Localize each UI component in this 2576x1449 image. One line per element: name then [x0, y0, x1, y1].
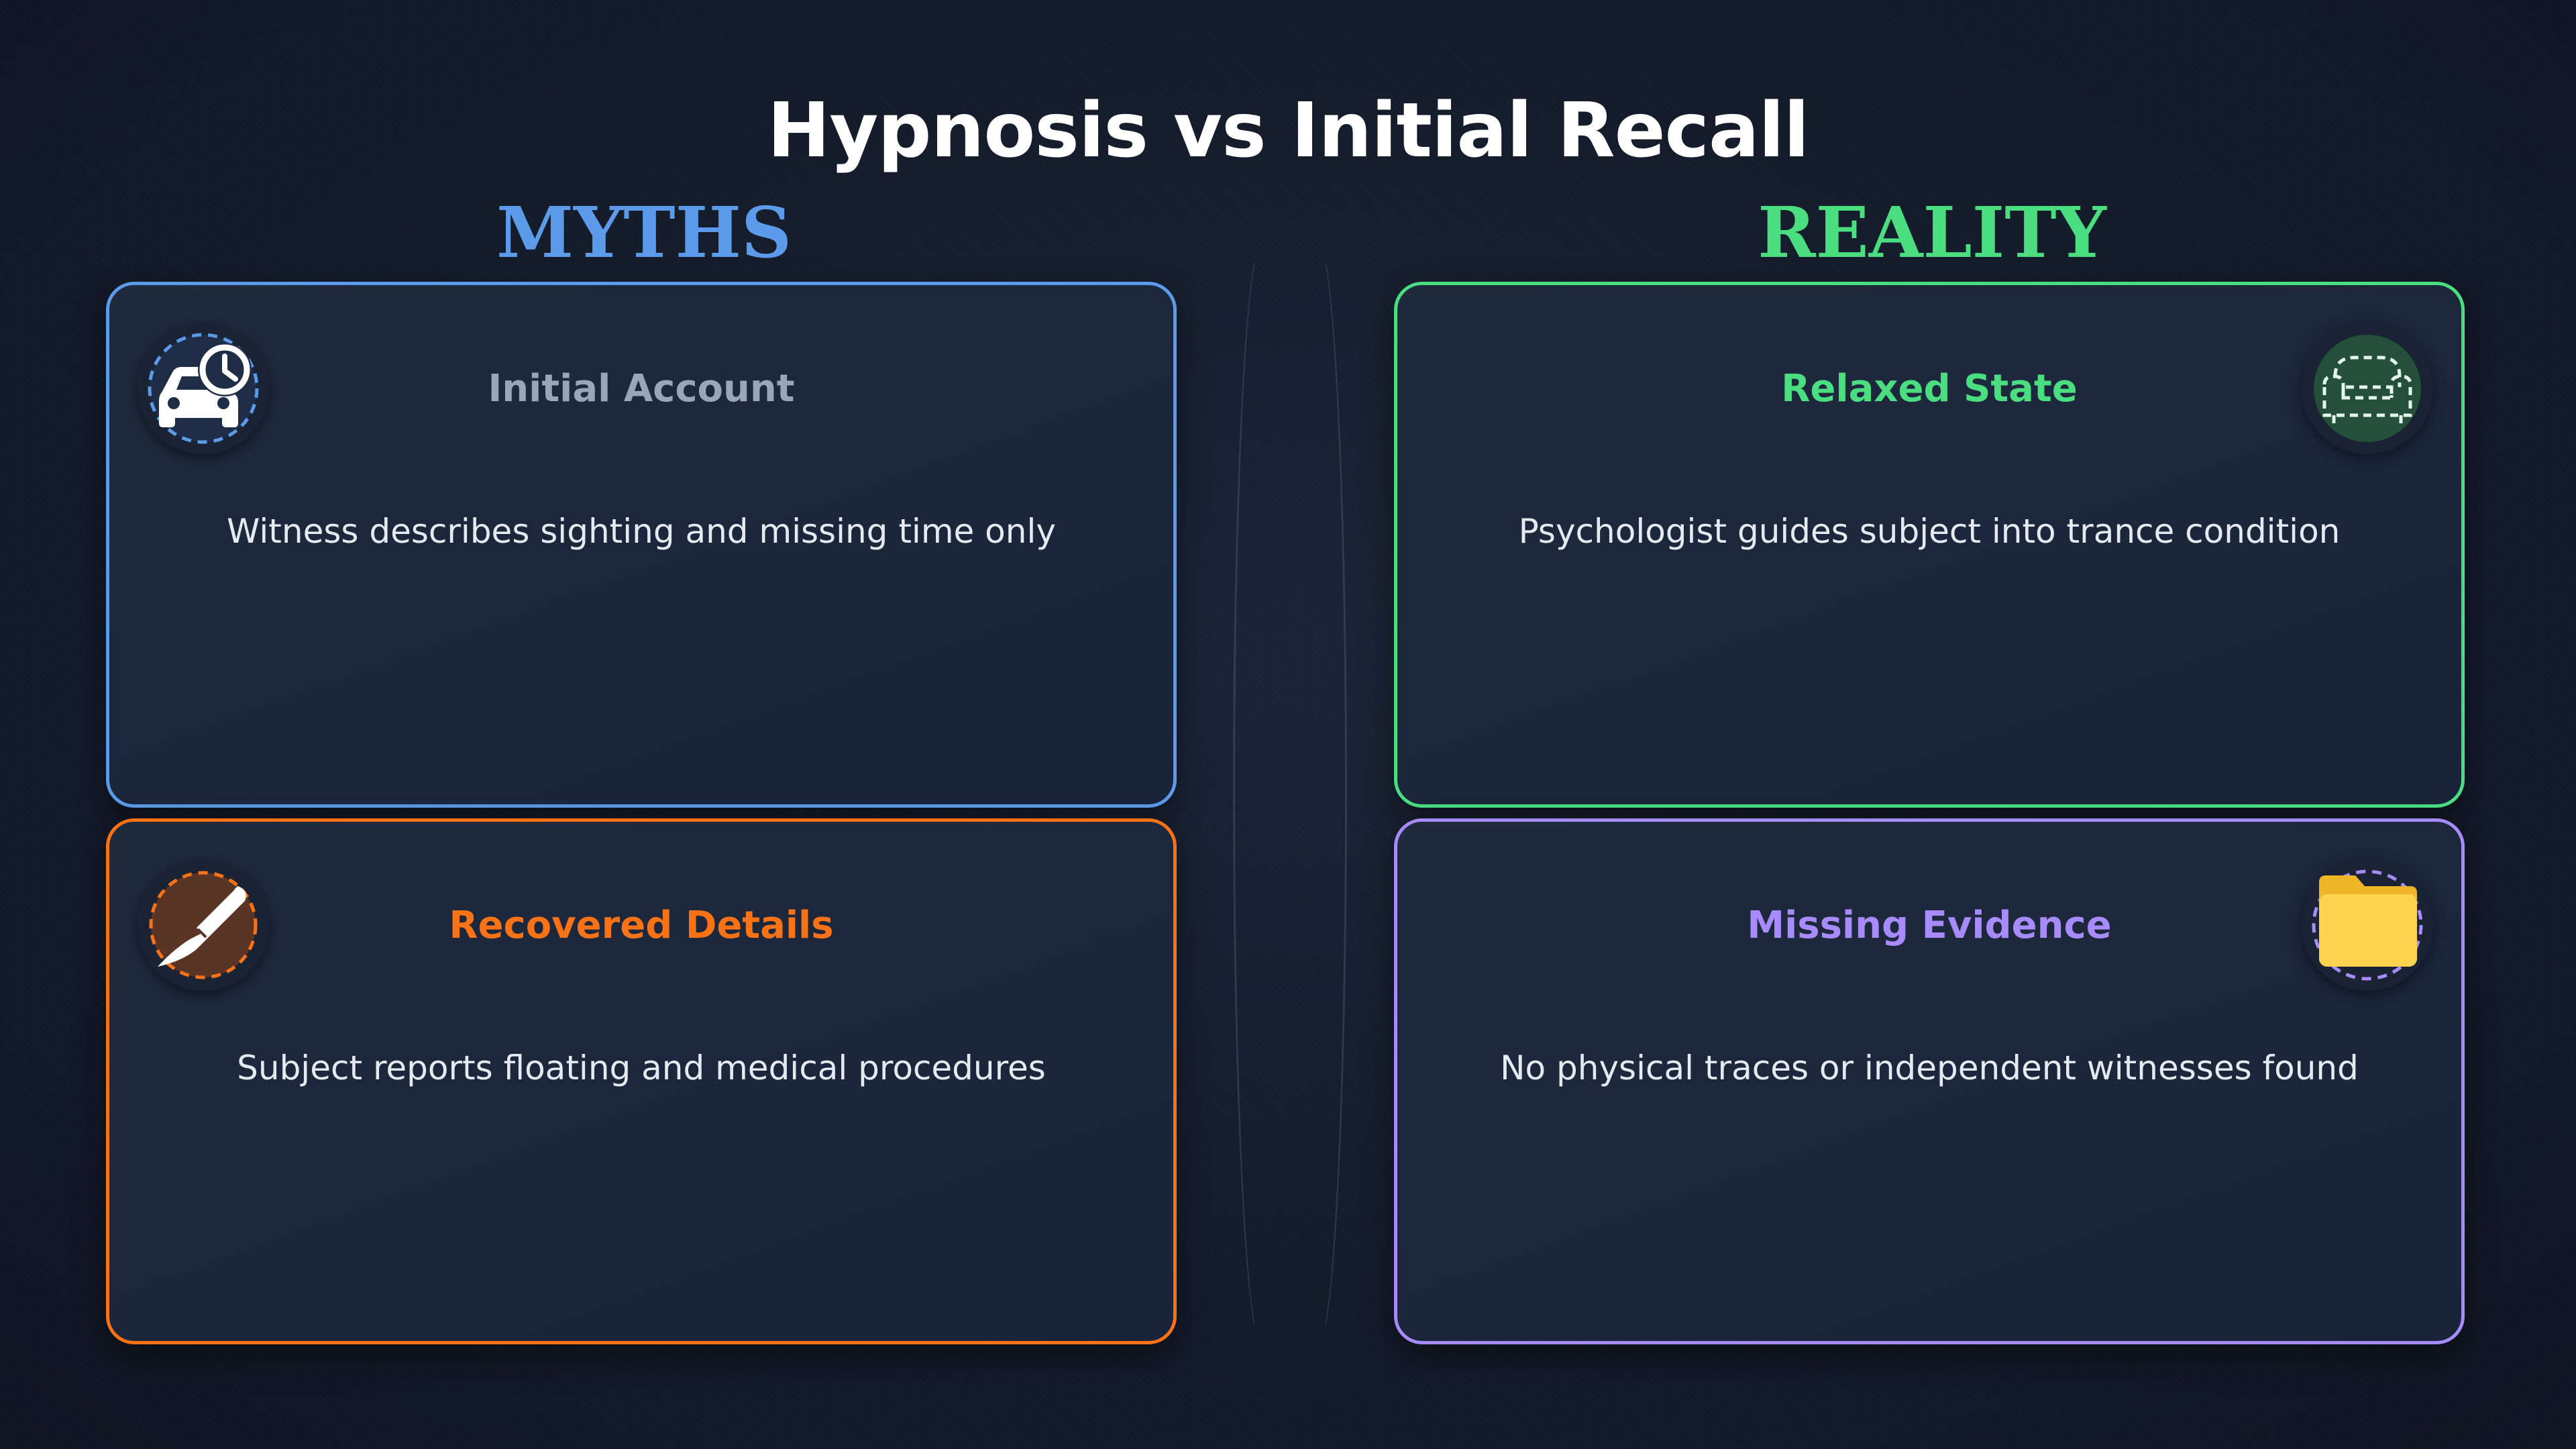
card-title: Missing Evidence — [1747, 904, 2112, 947]
folder-icon — [2302, 859, 2433, 991]
scalpel-icon — [138, 859, 269, 991]
card-title: Recovered Details — [449, 904, 834, 947]
car-clock-icon — [138, 323, 269, 454]
card-missing-evidence: Missing Evidence No physical traces or i… — [1394, 818, 2465, 1344]
column-divider-left — [1233, 241, 1291, 1346]
card-title: Relaxed State — [1781, 367, 2078, 411]
card-title: Initial Account — [488, 367, 795, 411]
card-relaxed-state: Relaxed State Psychologist guides subjec… — [1394, 282, 2465, 808]
card-description: Psychologist guides subject into trance … — [1518, 512, 2341, 551]
myths-heading: MYTHS — [496, 191, 792, 274]
card-description: Witness describes sighting and missing t… — [227, 512, 1056, 551]
couch-icon — [2302, 323, 2433, 454]
card-initial-account: Initial Account Witness describes sighti… — [106, 282, 1177, 808]
page-title: Hypnosis vs Initial Recall — [767, 87, 1810, 174]
reality-heading: REALITY — [1758, 191, 2106, 274]
column-divider-right — [1289, 241, 1347, 1346]
card-description: No physical traces or independent witnes… — [1500, 1049, 2359, 1087]
card-description: Subject reports floating and medical pro… — [237, 1049, 1046, 1087]
card-recovered-details: Recovered Details Subject reports floati… — [106, 818, 1177, 1344]
